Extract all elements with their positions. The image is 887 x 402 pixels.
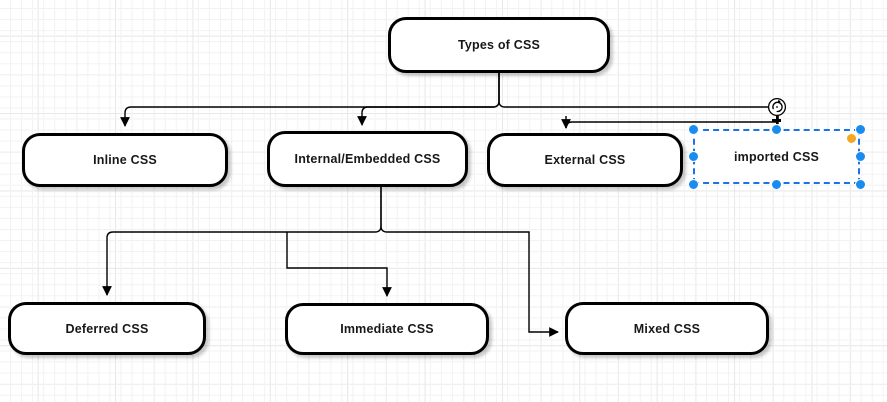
- node-internal-embedded-css[interactable]: Internal/Embedded CSS: [267, 131, 468, 187]
- resize-handle-top-right[interactable]: [855, 124, 866, 135]
- node-inline-css[interactable]: Inline CSS: [22, 133, 228, 187]
- orange-resize-handle[interactable]: [846, 133, 857, 144]
- node-label: Mixed CSS: [633, 321, 701, 336]
- node-label: Internal/Embedded CSS: [294, 152, 441, 166]
- edge-root-external: [498, 73, 778, 108]
- node-imported-css[interactable]: imported CSS: [693, 129, 860, 184]
- rotate-icon[interactable]: [767, 97, 787, 117]
- resize-handle-top-left[interactable]: [688, 124, 699, 135]
- node-label: Inline CSS: [93, 153, 157, 167]
- resize-handle-middle-left[interactable]: [688, 151, 699, 162]
- node-types-of-css[interactable]: Types of CSS: [388, 17, 610, 73]
- node-mixed-css[interactable]: Mixed CSS: [565, 302, 769, 355]
- edge-internal-trunk: [102, 187, 382, 296]
- rotate-handle-anchor: [772, 119, 781, 122]
- node-label: imported CSS: [733, 149, 820, 164]
- node-label: Types of CSS: [457, 38, 541, 52]
- node-deferred-css[interactable]: Deferred CSS: [8, 302, 206, 355]
- node-label: Deferred CSS: [65, 321, 149, 336]
- edge-internal-immediate: [286, 232, 392, 297]
- edge-root-external-drop: [565, 107, 779, 129]
- resize-handle-bottom-right[interactable]: [855, 179, 866, 190]
- resize-handle-middle-right[interactable]: [855, 151, 866, 162]
- resize-handle-bottom-center[interactable]: [771, 179, 782, 190]
- resize-handle-bottom-left[interactable]: [688, 179, 699, 190]
- edge-root-trunk: [120, 73, 500, 127]
- edge-internal-mixed: [380, 187, 559, 337]
- node-label: External CSS: [544, 153, 626, 167]
- node-external-css[interactable]: External CSS: [487, 133, 683, 187]
- edge-root-internal: [357, 73, 500, 126]
- resize-handle-top-center[interactable]: [771, 124, 782, 135]
- node-immediate-css[interactable]: Immediate CSS: [285, 303, 489, 355]
- node-label: Immediate CSS: [340, 322, 434, 336]
